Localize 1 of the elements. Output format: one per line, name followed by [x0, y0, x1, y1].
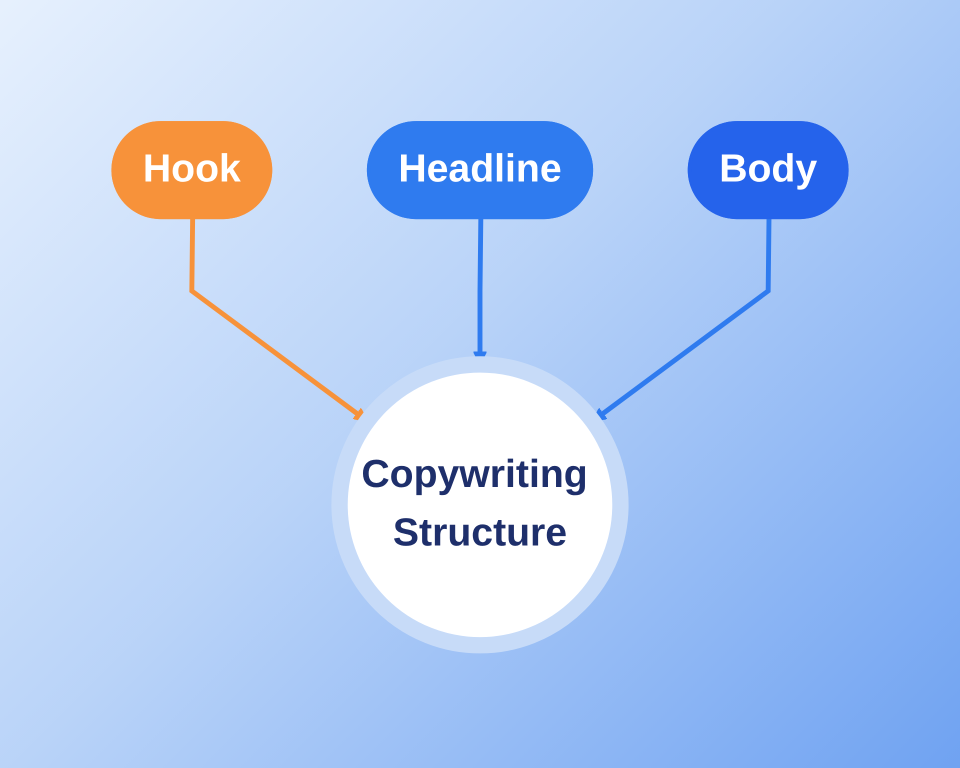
node-circle: Copywriting Structure	[331, 356, 629, 654]
